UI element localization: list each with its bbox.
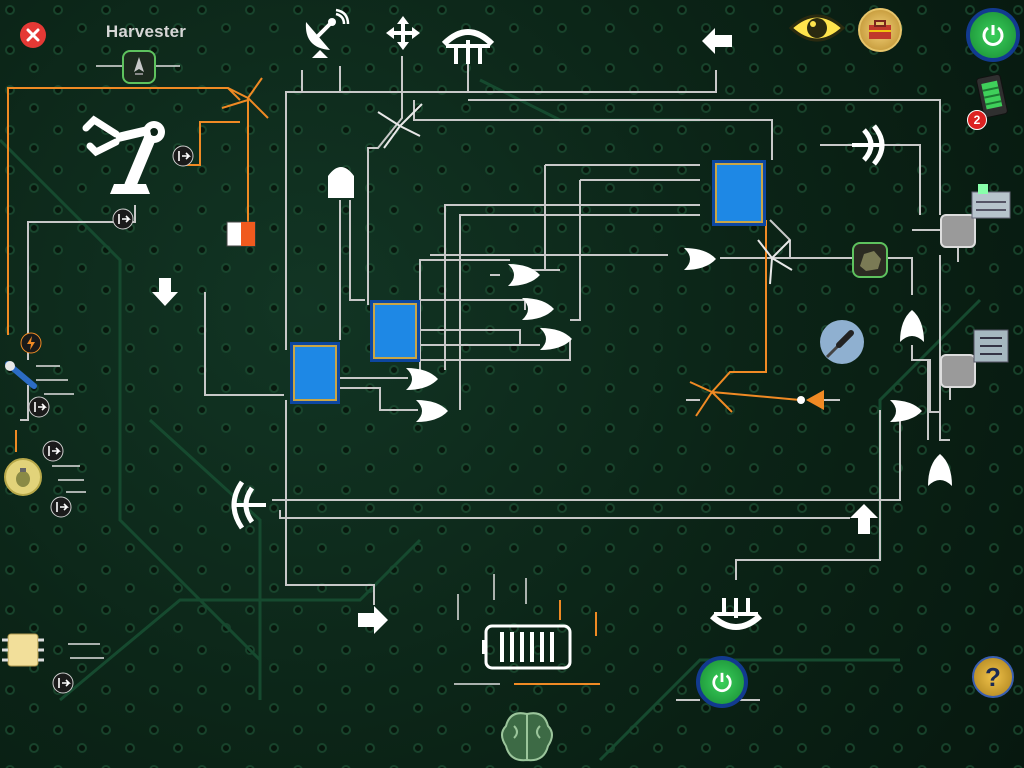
battery-pack-icon [976, 74, 1008, 118]
power-wires [7, 77, 801, 685]
help-label: ? [985, 661, 1001, 692]
battery-pack-badge: 2 [967, 110, 987, 130]
antenna-icon[interactable] [222, 478, 266, 532]
or-gate-up-icon[interactable] [926, 452, 954, 488]
tool-icon[interactable] [4, 360, 38, 390]
soldering-iron-icon [825, 330, 854, 359]
battery-pack-button[interactable] [974, 72, 1010, 120]
signal-receiver-icon[interactable] [440, 20, 496, 68]
export-port-icon[interactable] [112, 208, 134, 230]
power-button-secondary[interactable] [696, 656, 748, 708]
satellite-dish-icon[interactable] [298, 8, 350, 58]
battery-icon[interactable] [482, 622, 574, 672]
export-port-icon[interactable] [52, 672, 74, 694]
power-button[interactable] [966, 8, 1020, 62]
logic-chip-top[interactable] [712, 160, 766, 226]
signal-receiver-icon[interactable] [708, 594, 764, 638]
toolbox-icon [869, 20, 891, 39]
close-icon [26, 28, 40, 42]
board-traces [0, 78, 982, 762]
power-icon [712, 672, 732, 693]
antenna-icon[interactable] [850, 120, 894, 170]
up-arrow-icon[interactable] [850, 504, 878, 534]
or-gate-icon[interactable] [682, 246, 718, 272]
down-arrow-icon[interactable] [152, 278, 178, 306]
export-port-icon[interactable] [172, 145, 194, 167]
export-port-icon[interactable] [28, 396, 50, 418]
buffer-block[interactable] [940, 354, 976, 388]
soldering-iron-component[interactable] [820, 320, 864, 364]
power-port-icon [20, 332, 42, 354]
or-gate-icon[interactable] [888, 398, 924, 424]
rocket-icon [134, 57, 144, 75]
factory-icon[interactable] [966, 320, 1016, 366]
and-gate-icon[interactable] [326, 162, 356, 200]
or-gate-icon[interactable] [538, 326, 574, 352]
factory-icon[interactable] [966, 178, 1016, 222]
robot-arm-icon[interactable] [80, 108, 180, 204]
export-port-icon[interactable] [42, 440, 64, 462]
help-button[interactable]: ? [972, 656, 1014, 698]
move-arrows-icon[interactable] [384, 14, 422, 52]
logic-chip-left[interactable] [290, 342, 340, 404]
close-button[interactable] [20, 22, 46, 48]
logic-chip-middle[interactable] [370, 300, 420, 362]
power-icon [982, 25, 1004, 46]
inverter-icon[interactable] [796, 388, 826, 412]
right-arrow-icon[interactable] [358, 606, 388, 634]
ore-component[interactable] [852, 242, 888, 278]
or-gate-icon[interactable] [414, 398, 450, 424]
toggle-switch-icon[interactable] [226, 220, 256, 248]
or-gate-icon[interactable] [506, 262, 542, 288]
rocket-output[interactable] [122, 50, 156, 84]
brain-icon[interactable] [496, 706, 558, 768]
splitters [377, 103, 793, 285]
grenade-icon [16, 468, 30, 487]
eye-icon [788, 14, 846, 42]
view-toggle-button[interactable] [788, 8, 846, 48]
toolbox-button[interactable] [858, 8, 902, 52]
or-gate-icon[interactable] [520, 296, 556, 322]
signal-wires [20, 56, 959, 701]
or-gate-up-icon[interactable] [898, 308, 926, 344]
ore-icon [860, 251, 881, 271]
left-arrow-icon[interactable] [702, 28, 732, 54]
machine-title: Harvester [105, 22, 187, 41]
export-port-icon[interactable] [50, 496, 72, 518]
buffer-block[interactable] [940, 214, 976, 248]
chip-icon[interactable] [0, 630, 46, 670]
or-gate-icon[interactable] [404, 366, 440, 392]
grenade-component[interactable] [4, 458, 42, 496]
